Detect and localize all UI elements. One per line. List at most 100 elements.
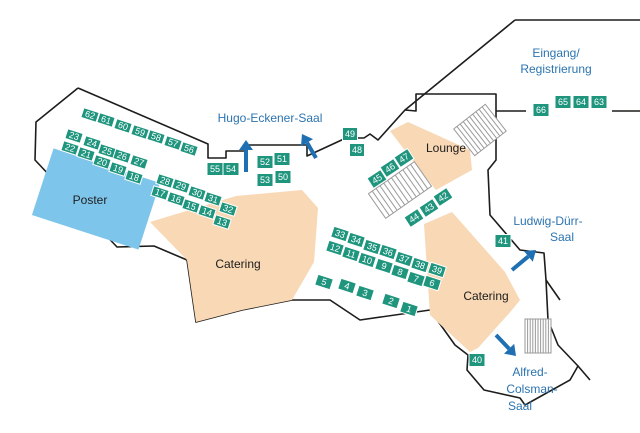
exhibitor-stand[interactable]: 48 xyxy=(349,143,365,157)
exhibitor-stand[interactable]: 59 xyxy=(130,124,150,140)
exhibitor-stand[interactable]: 16 xyxy=(166,191,186,207)
stand-box xyxy=(357,251,377,269)
stand-box xyxy=(494,234,512,248)
exhibitor-stand[interactable]: 42 xyxy=(432,186,454,208)
exhibitor-stand[interactable]: 26 xyxy=(112,148,132,164)
exhibitor-stand[interactable]: 56 xyxy=(179,141,199,157)
stand-box xyxy=(393,147,415,169)
exhibitor-stand[interactable]: 62 xyxy=(80,107,100,123)
stand-box xyxy=(422,274,442,292)
stand-number: 56 xyxy=(183,143,196,156)
exhibitor-stand[interactable]: 37 xyxy=(394,250,414,268)
stand-box xyxy=(256,155,274,169)
stand-number: 64 xyxy=(576,97,586,107)
exhibitor-stand[interactable]: 52 xyxy=(256,155,274,169)
exhibitor-stand[interactable]: 41 xyxy=(494,234,512,248)
exhibitor-stand[interactable]: 45 xyxy=(366,168,388,190)
stand-box xyxy=(124,169,144,185)
exhibitor-stand[interactable]: 40 xyxy=(468,353,486,367)
exhibitor-stand[interactable]: 31 xyxy=(203,191,223,207)
exhibitor-stand[interactable]: 46 xyxy=(379,157,401,179)
building-outline xyxy=(404,19,516,111)
exhibitor-stand[interactable]: 12 xyxy=(325,239,345,257)
exhibitor-stand[interactable]: 44 xyxy=(403,207,425,229)
exhibitor-stand[interactable]: 43 xyxy=(418,197,440,219)
exhibitor-stand[interactable]: 1 xyxy=(399,300,419,318)
stand-box xyxy=(130,124,150,140)
exhibitor-stand[interactable]: 33 xyxy=(330,225,350,243)
exhibitor-stand[interactable]: 25 xyxy=(97,143,117,159)
stand-number: 45 xyxy=(370,172,384,186)
exhibitor-stand[interactable]: 66 xyxy=(532,103,550,117)
exhibitor-stand[interactable]: 38 xyxy=(410,256,430,274)
stand-box xyxy=(427,261,447,279)
exhibitor-stand[interactable]: 51 xyxy=(273,152,291,166)
exhibitor-stand[interactable]: 63 xyxy=(590,95,608,109)
exhibitor-stand[interactable]: 29 xyxy=(171,178,191,194)
exhibitor-stand[interactable]: 65 xyxy=(554,95,572,109)
exhibitor-stand[interactable]: 4 xyxy=(337,277,357,295)
exhibitor-stand[interactable]: 58 xyxy=(146,129,166,145)
exhibitor-stand[interactable]: 22 xyxy=(60,140,80,156)
exhibitor-stand[interactable]: 5 xyxy=(314,273,334,291)
stand-number: 57 xyxy=(167,137,180,150)
exhibitor-stand[interactable]: 27 xyxy=(129,154,149,170)
exhibitor-stand[interactable]: 34 xyxy=(346,231,366,249)
exhibitor-stand[interactable]: 13 xyxy=(212,214,232,230)
exhibitor-stand[interactable]: 47 xyxy=(393,147,415,169)
exhibitor-stand[interactable]: 30 xyxy=(187,185,207,201)
exhibitor-stand[interactable]: 53 xyxy=(256,173,274,187)
room-label-alfred-colsman-saal: Colsman- xyxy=(506,382,557,396)
exhibitor-stand[interactable]: 61 xyxy=(96,112,116,128)
exhibitor-stand[interactable]: 57 xyxy=(163,135,183,151)
stand-number: 61 xyxy=(100,114,113,127)
exhibitor-stand[interactable]: 17 xyxy=(150,185,170,201)
exhibitor-stand[interactable]: 60 xyxy=(113,118,133,134)
exhibitor-stand[interactable]: 49 xyxy=(342,127,358,141)
exhibitor-stand[interactable]: 19 xyxy=(108,161,128,177)
exhibitor-stand[interactable]: 36 xyxy=(378,243,398,261)
exhibitor-stand[interactable]: 11 xyxy=(341,245,361,263)
stand-number: 16 xyxy=(170,193,183,206)
exhibitor-stand[interactable]: 24 xyxy=(82,135,102,151)
stand-number: 15 xyxy=(185,200,198,213)
stand-number: 54 xyxy=(226,164,236,174)
exhibitor-stand[interactable]: 55 xyxy=(206,162,224,176)
stand-box xyxy=(108,161,128,177)
exhibitor-stand[interactable]: 20 xyxy=(92,154,112,170)
stand-box xyxy=(572,95,590,109)
exhibitor-stand[interactable]: 39 xyxy=(427,261,447,279)
exhibitor-stand[interactable]: 21 xyxy=(76,146,96,162)
exhibitor-stand[interactable]: 18 xyxy=(124,169,144,185)
exhibitor-stand[interactable]: 14 xyxy=(197,204,217,220)
stand-box xyxy=(394,250,414,268)
exhibitor-stand[interactable]: 9 xyxy=(374,257,394,275)
exhibitor-stand[interactable]: 28 xyxy=(155,173,175,189)
exhibitor-stand[interactable]: 32 xyxy=(218,201,238,217)
stand-box xyxy=(181,198,201,214)
stand-number: 7 xyxy=(412,273,420,284)
exhibitor-stand[interactable]: 15 xyxy=(181,198,201,214)
exhibitor-stand[interactable]: 6 xyxy=(422,274,442,292)
stand-number: 25 xyxy=(101,145,114,158)
stand-box xyxy=(197,204,217,220)
exhibitor-stand[interactable]: 7 xyxy=(406,270,426,288)
arrow-icon xyxy=(300,134,318,160)
exhibitor-stand[interactable]: 8 xyxy=(390,263,410,281)
exhibitor-stand[interactable]: 64 xyxy=(572,95,590,109)
exhibitor-stand[interactable]: 23 xyxy=(64,128,84,144)
exhibitor-stand[interactable]: 50 xyxy=(274,170,292,184)
stand-box xyxy=(155,173,175,189)
stand-number: 58 xyxy=(150,131,163,144)
exhibitor-stand[interactable]: 3 xyxy=(355,284,375,302)
stand-box xyxy=(468,353,486,367)
stand-box xyxy=(337,277,357,295)
stand-number: 27 xyxy=(133,156,146,169)
exhibitor-stand[interactable]: 2 xyxy=(381,292,401,310)
exhibitor-stand[interactable]: 35 xyxy=(362,238,382,256)
stand-number: 62 xyxy=(84,109,97,122)
stand-box xyxy=(378,243,398,261)
exhibitor-stand[interactable]: 54 xyxy=(222,162,240,176)
exhibitor-stand[interactable]: 10 xyxy=(357,251,377,269)
